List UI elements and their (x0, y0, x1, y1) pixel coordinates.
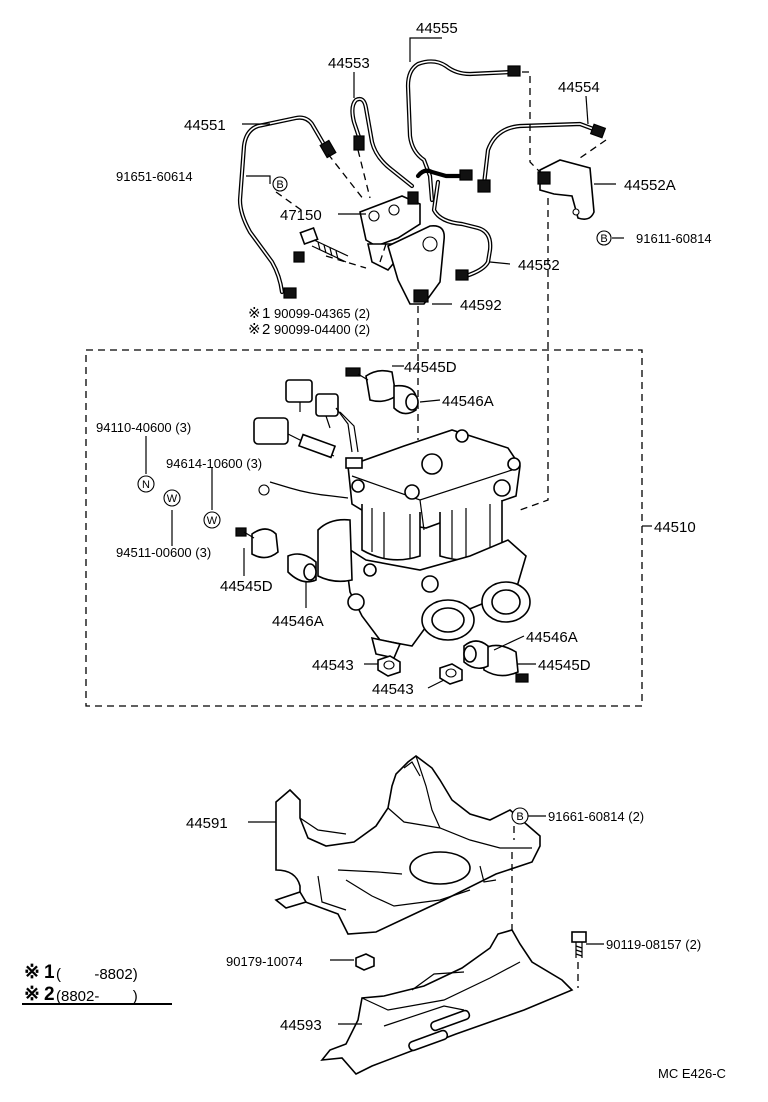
leader-lines (145, 37, 652, 1025)
bracket-44592 (387, 224, 446, 305)
part-label-44552a: 44552A (624, 177, 676, 194)
footnote-number: 2 (44, 984, 55, 1005)
part-label-91611-60814: 91611-60814 (636, 231, 712, 246)
diagram-code: MC E426-C (658, 1066, 726, 1081)
bracket-47150 (359, 191, 421, 271)
assembly-line (327, 153, 365, 201)
bracket-44593 (320, 929, 574, 1075)
part-label-91661-60814: 91661-60814 (2) (548, 809, 644, 824)
bolt-90119 (571, 931, 587, 958)
part-label-90099-04365: 90099-04365 (2) (274, 306, 370, 321)
valve-44546a-right (463, 640, 489, 670)
part-label-44554: 44554 (558, 79, 600, 96)
part-label-44545d-top: 44545D (404, 359, 457, 376)
part-label-44552: 44552 (518, 257, 560, 274)
symbol-badge-b-lower: B (511, 807, 529, 825)
badge-letter: W (167, 493, 178, 505)
part-label-44510: 44510 (654, 519, 696, 536)
badge-letter: B (276, 179, 283, 191)
part-label-91651-60614: 91651-60614 (116, 169, 193, 184)
assembly-line (379, 243, 387, 263)
assembly-line (522, 71, 541, 173)
connector-harness (253, 379, 363, 499)
bracket-44552a (537, 159, 595, 220)
assembly-line (357, 149, 371, 199)
symbol-badge-b-right: B (596, 230, 612, 246)
part-label-44592: 44592 (460, 297, 502, 314)
brake-tube-44552 (415, 168, 493, 281)
symbol-badge-w-right: W (203, 511, 221, 529)
badge-letter: N (142, 479, 150, 491)
footnote-mark: ※ (24, 962, 40, 983)
symbol-badge-n: N (137, 475, 155, 493)
part-label-44546a-right: 44546A (526, 629, 578, 646)
assembly-line (519, 198, 549, 511)
assembly-line (579, 139, 607, 159)
part-label-44551: 44551 (184, 117, 226, 134)
symbol-badge-b-top: B (272, 176, 288, 192)
brake-tube-44555 (405, 59, 521, 203)
abs-actuator-44510 (317, 429, 531, 659)
valve-44546a-left (287, 553, 317, 583)
part-label-44553: 44553 (328, 55, 370, 72)
part-label-94614-10600: 94614-10600 (3) (166, 456, 262, 471)
brake-tube-44553 (350, 96, 415, 189)
part-label-90179-10074: 90179-10074 (226, 954, 303, 969)
note-mark-ref1: ※ (248, 305, 261, 322)
nut-44543-a (377, 655, 401, 677)
part-label-47150: 47150 (280, 207, 322, 224)
solenoid-44545d-top (345, 367, 397, 403)
brake-tube-44551 (237, 115, 337, 299)
part-label-94110-40600: 94110-40600 (3) (96, 420, 191, 435)
part-label-90099-04400: 90099-04400 (2) (274, 322, 370, 337)
brake-tube-44554 (477, 121, 607, 193)
part-label-44543-b: 44543 (372, 681, 414, 698)
actuator-assembly-boundary (85, 349, 643, 707)
assembly-line (275, 191, 305, 213)
footnote-mark: ※ (24, 984, 40, 1005)
nut-90179 (355, 953, 375, 971)
part-label-44546a-left: 44546A (272, 613, 324, 630)
footnote-range: ( -8802) (56, 966, 138, 983)
footnote-1: ※ 1 ( -8802) (24, 962, 138, 983)
nut-44543-b (439, 663, 463, 685)
footnote-2: ※ 2 (8802- ) (22, 984, 172, 1005)
note-ref2-number: 2 (262, 321, 270, 338)
part-label-44591: 44591 (186, 815, 228, 832)
part-label-44545d-left: 44545D (220, 578, 273, 595)
part-label-44555: 44555 (416, 20, 458, 37)
note-ref1-number: 1 (262, 305, 270, 322)
part-label-44546a-top: 44546A (442, 393, 494, 410)
badge-letter: W (207, 515, 218, 527)
solenoid-44545d-right (481, 644, 529, 683)
badge-letter: B (516, 811, 523, 823)
symbol-badge-w-left: W (163, 489, 181, 507)
footnote-number: 1 (44, 962, 55, 983)
part-label-94511-00600: 94511-00600 (3) (116, 545, 211, 560)
part-label-44543-a: 44543 (312, 657, 354, 674)
tube-clip (293, 251, 305, 263)
note-mark-ref2: ※ (248, 321, 261, 338)
badge-letter: B (600, 233, 607, 245)
part-label-90119-08157: 90119-08157 (2) (606, 937, 701, 952)
assembly-line (325, 255, 367, 269)
bolt-90099 (299, 226, 349, 263)
footnote-range: (8802- ) (56, 988, 138, 1005)
part-label-44545d-right: 44545D (538, 657, 591, 674)
solenoid-44545d-left (235, 527, 279, 559)
valve-44546a-top (393, 384, 419, 415)
bracket-44591 (274, 755, 541, 935)
part-label-44593: 44593 (280, 1017, 322, 1034)
